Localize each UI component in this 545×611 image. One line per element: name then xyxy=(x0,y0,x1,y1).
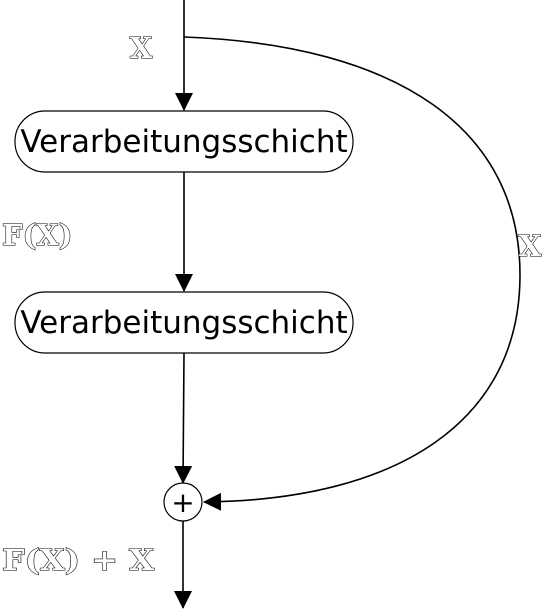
skip-label: X xyxy=(519,229,542,263)
processing-layer-2-label: Verarbeitungsschicht xyxy=(20,305,347,341)
input-label: X xyxy=(130,31,153,65)
output-label: F(X) + X xyxy=(2,543,155,577)
to-sum-arrow xyxy=(174,352,193,484)
processing-layer-1-label: Verarbeitungsschicht xyxy=(20,124,347,160)
intermediate-label: F(X) xyxy=(2,218,73,252)
sum-symbol: + xyxy=(171,486,194,519)
skip-connection-arrow xyxy=(183,36,521,511)
